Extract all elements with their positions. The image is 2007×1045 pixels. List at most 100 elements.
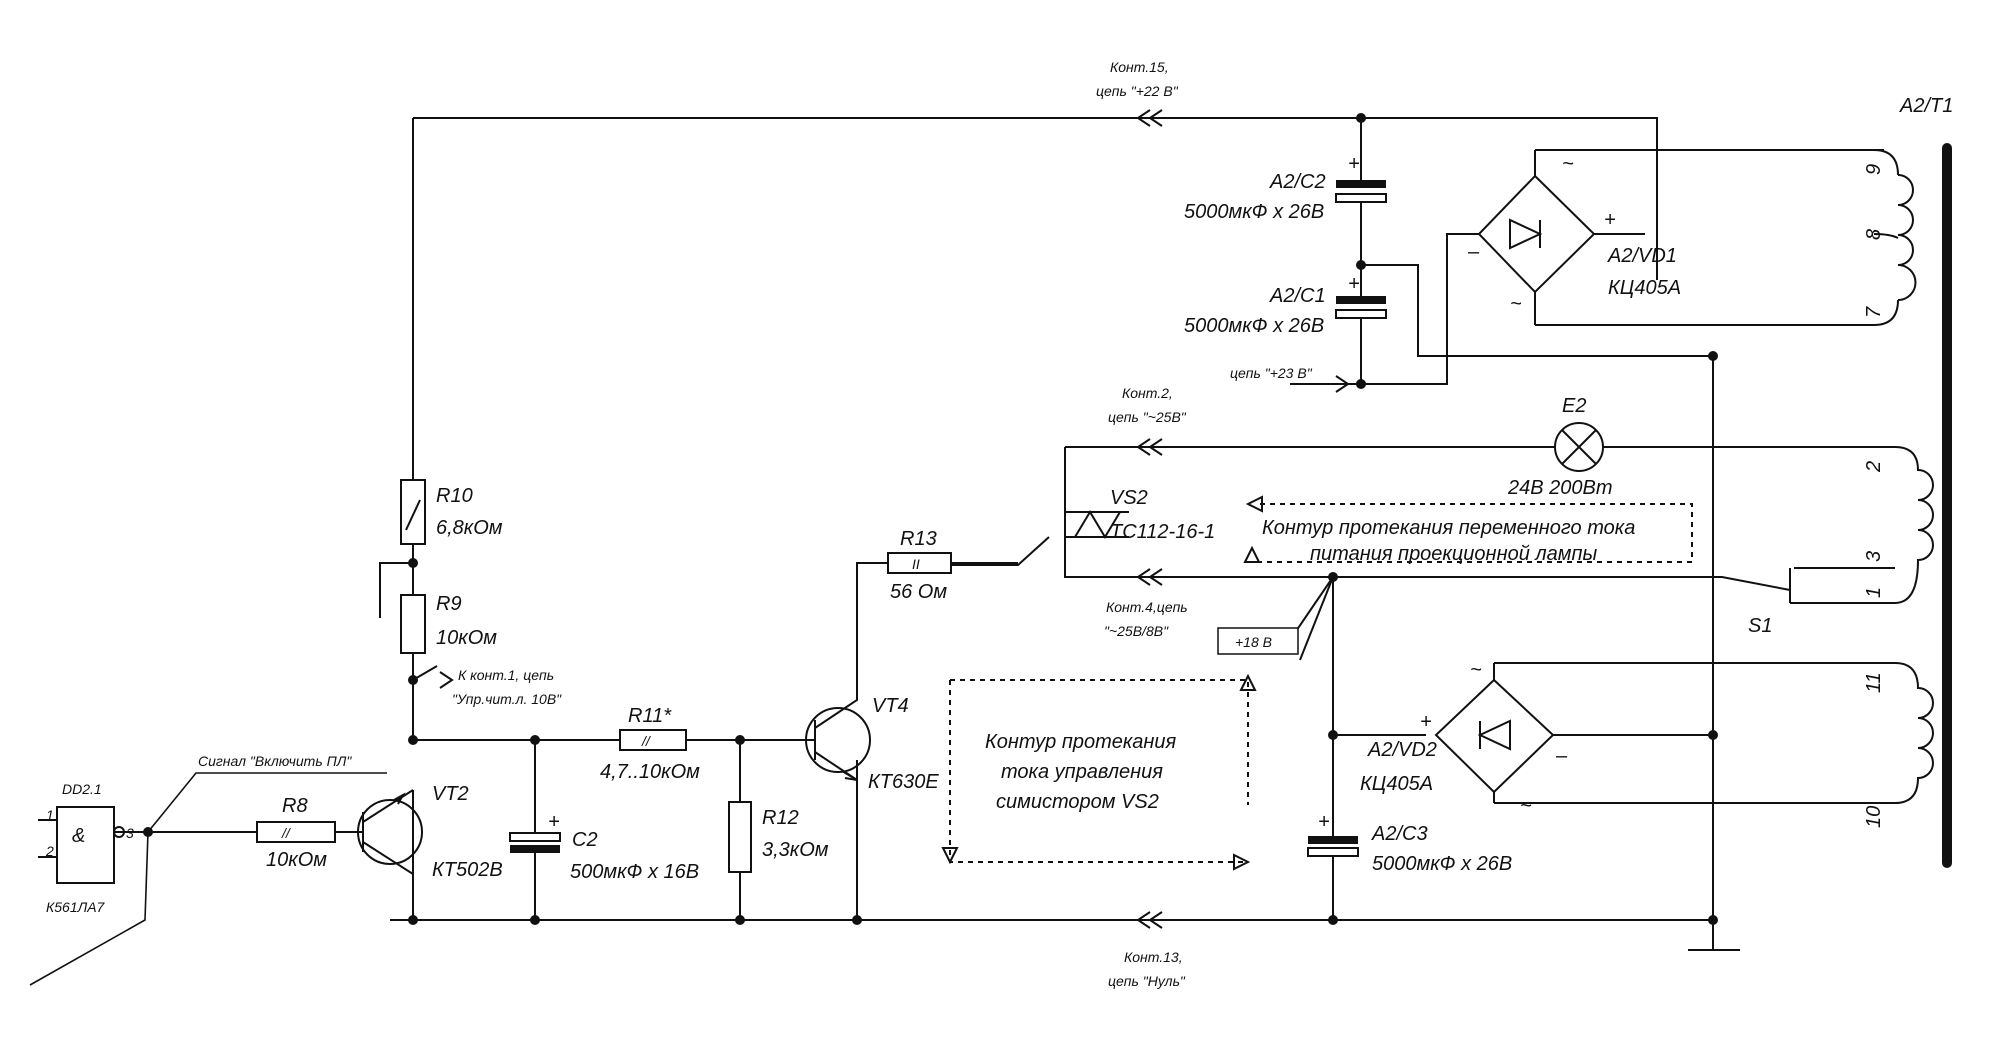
r9-value: 10кОм <box>436 627 497 649</box>
ctrl-loop-line3: симистором VS2 <box>996 791 1159 813</box>
r13-mark: II <box>912 556 920 572</box>
e2-value: 24В 200Вт <box>1507 477 1613 499</box>
lamp-loop-line2: питания проекционной лампы <box>1310 543 1597 565</box>
minus-vd1: – <box>1467 241 1480 263</box>
transformer-winding-2-1 <box>1894 446 1934 604</box>
r11-value: 4,7..10кОм <box>600 761 700 783</box>
plus-c2: + <box>548 811 560 833</box>
ctrl-loop-line1: Контур протекания <box>985 731 1177 753</box>
capacitor-a2-c2 <box>1335 180 1387 203</box>
vs2-type: ТС112-16-1 <box>1110 521 1215 543</box>
resistor-r12 <box>728 801 752 873</box>
plus-c3a2: + <box>1318 811 1330 833</box>
r8-mark: // <box>281 825 292 841</box>
pin-10: 10 <box>1863 806 1885 828</box>
vt4-name: VT4 <box>872 695 909 717</box>
tilde-vd2-bottom: ~ <box>1520 795 1532 817</box>
net-plus23: цепь "+23 В" <box>1230 365 1313 381</box>
bridge-rectifier-vd1 <box>1477 150 1596 325</box>
tilde-vd1-bottom: ~ <box>1510 293 1522 315</box>
lamp-current-loop <box>1243 495 1693 563</box>
r8-value: 10кОм <box>266 849 327 871</box>
s1-name: S1 <box>1748 615 1772 637</box>
a2-c1-value: 5000мкФ x 26В <box>1184 315 1324 337</box>
resistor-r9 <box>400 594 426 680</box>
control-current-loop <box>941 673 1257 871</box>
vd2-name: A2/VD2 <box>1367 739 1437 761</box>
plus18-label-box <box>1217 627 1299 655</box>
net-plus22-line2: цепь "+22 В" <box>1096 83 1179 99</box>
plus-c2a2: + <box>1348 153 1360 175</box>
net-ac25-line1: Конт.2, <box>1122 385 1173 401</box>
r12-value: 3,3кОм <box>762 839 829 861</box>
c2-value: 500мкФ x 16В <box>570 861 699 883</box>
r11-mark: // <box>641 733 652 749</box>
vd1-name: A2/VD1 <box>1607 245 1677 267</box>
r13-value: 56 Ом <box>890 581 947 603</box>
ground-symbol <box>1688 920 1740 951</box>
vd2-type: КЦ405А <box>1360 773 1433 795</box>
r13-name: R13 <box>900 528 937 550</box>
bridge-rectifier-vd2 <box>1434 663 1555 803</box>
r10-name: R10 <box>436 485 473 507</box>
triac-vs2 <box>1064 447 1129 577</box>
net-zero-line2: цепь "Нуль" <box>1108 973 1186 989</box>
a2-c2-name: A2/C2 <box>1269 171 1326 193</box>
dd-pin3: 3 <box>126 825 134 841</box>
ctrl-loop-line2: тока управления <box>1001 761 1163 783</box>
pin-2: 2 <box>1863 461 1885 473</box>
pin-9: 9 <box>1863 164 1885 175</box>
pin-7: 7 <box>1863 306 1885 318</box>
resistor-r13 <box>887 552 952 574</box>
pin-1: 1 <box>1863 587 1885 598</box>
dd-gate: & <box>72 825 85 847</box>
net-ac25-line2: цепь "~25В" <box>1108 409 1187 425</box>
transformer-winding-9-7 <box>1873 149 1917 301</box>
r12-name: R12 <box>762 807 799 829</box>
resistor-r11 <box>619 729 687 751</box>
net-ctrl10v-line2: "Упр.чит.л. 10В" <box>452 691 562 707</box>
a2-c1-name: A2/C1 <box>1269 285 1326 307</box>
pin-3: 3 <box>1863 551 1885 562</box>
vd1-type: КЦ405А <box>1608 277 1681 299</box>
net-zero-line1: Конт.13, <box>1124 949 1183 965</box>
bus-arrows <box>439 109 1350 929</box>
dd-pin1: 1 <box>46 807 54 823</box>
resistor-r10 <box>400 479 426 545</box>
plus-vd2: + <box>1420 711 1432 733</box>
dd-name: DD2.1 <box>62 781 102 797</box>
lamp-loop-line1: Контур протекания переменного тока <box>1262 517 1635 539</box>
vt4-type: КТ630Е <box>868 771 939 793</box>
a2-c2-value: 5000мкФ x 26В <box>1184 201 1324 223</box>
pin-11: 11 <box>1863 672 1885 693</box>
junctions <box>143 113 1718 925</box>
dd-pin2: 2 <box>45 843 54 859</box>
tilde-vd1-top: ~ <box>1562 153 1574 175</box>
transformer-winding-11-10 <box>1894 662 1934 804</box>
transistor-vt2 <box>357 789 423 920</box>
c2-name: C2 <box>572 829 598 851</box>
plus-vd1: + <box>1604 209 1616 231</box>
transformer-name: A2/T1 <box>1899 95 1953 117</box>
net-ctrl10v-line1: К конт.1, цепь <box>458 667 554 683</box>
a2-c3-value: 5000мкФ x 26В <box>1372 853 1512 875</box>
vt2-type: КТ502В <box>432 859 503 881</box>
r11-name: R11* <box>628 705 672 727</box>
capacitor-c2 <box>509 832 561 853</box>
lamp-e2 <box>1554 422 1604 472</box>
vt2-name: VT2 <box>432 783 469 805</box>
r8-name: R8 <box>282 795 308 817</box>
capacitor-a2-c1 <box>1335 296 1387 319</box>
minus-vd2: – <box>1555 745 1568 767</box>
pin-8: 8 <box>1863 229 1885 240</box>
nand-gate-dd2-1 <box>38 806 125 884</box>
dd-type: К561ЛА7 <box>46 899 106 915</box>
transistor-vt4 <box>800 680 871 782</box>
resistor-r8 <box>256 821 336 843</box>
vs2-name: VS2 <box>1110 487 1148 509</box>
r10-value: 6,8кОм <box>436 517 503 539</box>
signal-label: Сигнал "Включить ПЛ" <box>198 753 352 769</box>
net-plus22-line1: Конт.15, <box>1110 59 1169 75</box>
capacitor-a2-c3 <box>1307 836 1359 857</box>
